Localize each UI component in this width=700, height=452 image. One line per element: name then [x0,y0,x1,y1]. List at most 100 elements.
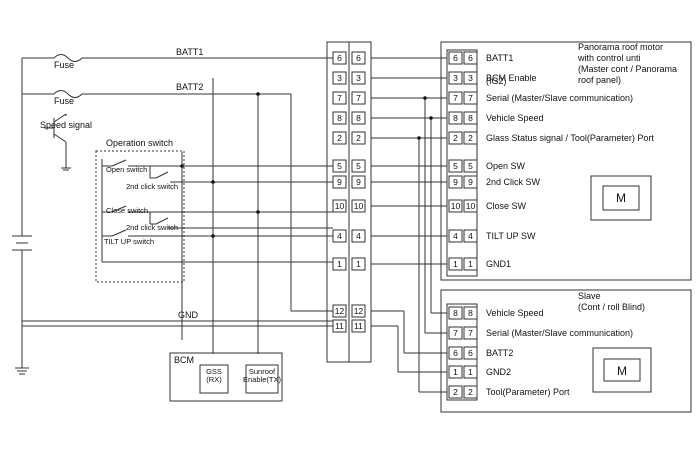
master-pin-5-a-box [448,159,463,173]
master-pin-2-b-box [463,131,478,145]
middle-connector-pin-4-left-box [332,229,347,243]
master-pin-1-b: 1 [468,259,473,269]
master-pin-1-a-box [448,257,463,271]
master-pin-10-a: 10 [451,201,461,211]
middle-connector-pin-12-left-box [332,304,347,318]
master-motor-symbol: M [616,191,626,205]
bcm-label: BCM [174,355,194,365]
middle-connector-pin-4-right-box [351,229,366,243]
master-title-line: Panorama roof motor [578,42,663,52]
master-pin-7-b: 7 [468,93,473,103]
master-title-line: with control unti [577,53,641,63]
master-pin-6-a-box [448,51,463,65]
middle-connector-pin-11-right: 11 [354,321,363,331]
middle-connector-pin-8-left: 8 [337,113,342,123]
middle-connector-pin-8-right-box [351,111,366,125]
middle-connector-pin-3-left-box [332,71,347,85]
master-pin-3-a: 3 [453,73,458,83]
slave-pin-6-b-box [463,346,478,360]
slave-pin-7-b: 7 [468,328,473,338]
slave-pin-2-b: 2 [468,387,473,397]
bcm-enable-ig2-label: (IG2) [486,76,507,86]
master-pin-3-b: 3 [468,73,473,83]
middle-connector-pin-7-right: 7 [356,93,361,103]
middle-connector-pin-6-left: 6 [337,53,342,63]
sunroof-label: Sunroof [249,367,276,376]
master-pin-label: BCM Enable [486,73,537,83]
master-pin-5-b-box [463,159,478,173]
master-pin-2-a-box [448,131,463,145]
middle-connector-pin-11-left: 11 [335,321,344,331]
slave-pin-2-a: 2 [453,387,458,397]
middle-connector-pin-10-left-box [332,199,347,213]
master-pin-5-b: 5 [468,161,473,171]
slave-pin-7-a-box [448,326,463,340]
middle-connector-pin-9-right: 9 [356,177,361,187]
slave-title-line: Slave [578,291,601,301]
middle-connector-pin-2-left-box [332,131,347,145]
master-pin-3-a-box [448,71,463,85]
master-pin-label: 2nd Click SW [486,177,541,187]
master-pin-4-b-box [463,229,478,243]
master-pin-8-a-box [448,111,463,125]
master-pin-4-a: 4 [453,231,458,241]
master-pin-6-a: 6 [453,53,458,63]
middle-connector-pin-1-left: 1 [337,259,342,269]
slave-pin-6-b: 6 [468,348,473,358]
master-pin-1-b-box [463,257,478,271]
slave-pin-1-b-box [463,365,478,379]
slave-pin-label: Tool(Parameter) Port [486,387,570,397]
middle-connector-pin-9-left-box [332,175,347,189]
fuse-label-2: Fuse [54,96,74,106]
master-pin-4-b: 4 [468,231,473,241]
middle-connector-pin-7-left: 7 [337,93,342,103]
fuse-label: Fuse [54,60,74,70]
middle-connector-pin-3-left: 3 [337,73,342,83]
master-pin-6-b-box [463,51,478,65]
slave-pin-1-a: 1 [453,367,458,377]
batt2-label: BATT2 [176,82,203,92]
master-pin-9-a: 9 [453,177,458,187]
master-pin-label: Glass Status signal / Tool(Parameter) Po… [486,133,654,143]
slave-pin-label: GND2 [486,367,511,377]
master-pin-9-a-box [448,175,463,189]
middle-connector-pin-4-left: 4 [337,231,342,241]
middle-connector-pin-10-right: 10 [354,201,364,211]
middle-connector-pin-2-right: 2 [356,133,361,143]
middle-connector-pin-1-right-box [351,257,366,271]
middle-connector-pin-6-right: 6 [356,53,361,63]
middle-connector-pin-6-right-box [351,51,366,65]
master-pin-3-b-box [463,71,478,85]
slave-pin-1-a-box [448,365,463,379]
master-pin-label: TILT UP SW [486,231,536,241]
middle-connector-pin-5-left-box [332,159,347,173]
second-click-switch-label: 2nd click switch [126,182,178,191]
middle-connector-pin-11-left-box [332,319,347,333]
middle-connector-pin-3-right: 3 [356,73,361,83]
batt1-label: BATT1 [176,47,203,57]
tilt-up-switch-label: TILT UP switch [104,237,154,246]
master-pin-8-a: 8 [453,113,458,123]
middle-connector-pin-9-right-box [351,175,366,189]
middle-connector-pin-10-left: 10 [335,201,345,211]
master-pin-2-b: 2 [468,133,473,143]
master-pin-9-b-box [463,175,478,189]
middle-connector-pin-10-right-box [351,199,366,213]
slave-pin-6-a: 6 [453,348,458,358]
master-pin-7-b-box [463,91,478,105]
slave-pin-label: Vehicle Speed [486,308,544,318]
slave-title-line: (Cont / roll Blind) [578,302,645,312]
master-pin-6-b: 6 [468,53,473,63]
middle-connector-pin-5-left: 5 [337,161,342,171]
master-pin-9-b: 9 [468,177,473,187]
middle-connector-pin-3-right-box [351,71,366,85]
master-pin-1-a: 1 [453,259,458,269]
master-pin-2-a: 2 [453,133,458,143]
master-pin-label: GND1 [486,259,511,269]
gss-rx-label: (RX) [206,375,222,384]
gnd-label: GND [178,310,199,320]
speed-signal-label: Speed signal [40,120,92,130]
master-pin-8-b-box [463,111,478,125]
